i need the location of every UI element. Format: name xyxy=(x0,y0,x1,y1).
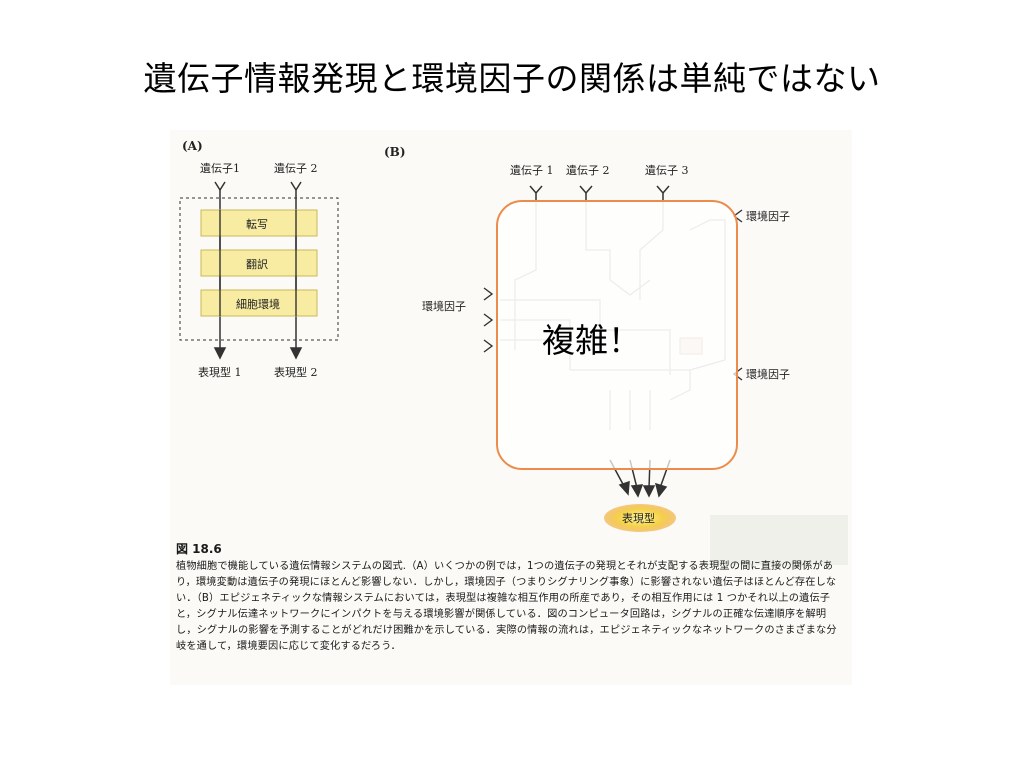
panel-b-env-left-label: 環境因子 xyxy=(422,299,466,313)
complex-callout-box xyxy=(496,200,738,470)
panel-a-dashed-frame xyxy=(179,197,339,341)
panel-a-step-2-label: 翻訳 xyxy=(246,257,268,271)
panel-b-gene1-label: 遺伝子 1 xyxy=(510,163,554,177)
complex-callout-label: 複雑！ xyxy=(542,321,641,360)
panel-a-step-3-label: 細胞環境 xyxy=(236,297,280,311)
figure-diagram: (A) 遺伝子1 遺伝子 2 転写 翻訳 細胞環境 表現型 1 表現型 2 (B… xyxy=(179,139,848,565)
panel-a-step-1-label: 転写 xyxy=(246,218,268,231)
figure-caption: 図 18.6 植物細胞で機能している遺伝情報システムの図式.（A）いくつかの例で… xyxy=(176,540,846,655)
panel-b-phenotype-glow xyxy=(604,504,676,532)
panel-a-phenotype-2-label: 表現型 2 xyxy=(274,365,318,379)
panel-b-phenotype-label: 表現型 xyxy=(622,511,655,525)
slide-title: 遺伝子情報発現と環境因子の関係は単純ではない xyxy=(143,59,881,98)
panel-a-label: (A) xyxy=(182,139,203,153)
caption-text: 植物細胞で機能している遺伝情報システムの図式.（A）いくつかの例では，1つの遺伝… xyxy=(176,561,837,652)
panel-a-gene2-label: 遺伝子 2 xyxy=(274,161,318,175)
panel-b-gene3-label: 遺伝子 3 xyxy=(645,163,689,177)
panel-b-env-right-bottom-label: 環境因子 xyxy=(746,367,790,381)
panel-a-phenotype-1-label: 表現型 1 xyxy=(198,365,242,379)
panel-b-env-right-top-label: 環境因子 xyxy=(746,209,790,223)
panel-b-gene2-label: 遺伝子 2 xyxy=(566,163,610,177)
panel-b-gene-receptor-icons xyxy=(529,185,670,202)
panel-b-label: (B) xyxy=(384,145,406,159)
caption-heading: 図 18.6 xyxy=(176,542,222,556)
panel-a-output-arrows xyxy=(213,335,303,360)
panel-a-gene1-label: 遺伝子1 xyxy=(200,161,240,175)
